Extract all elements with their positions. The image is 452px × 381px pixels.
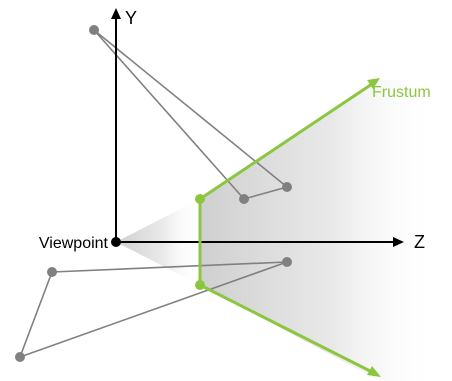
vertex-point — [239, 194, 249, 204]
frustum-bottom-edge — [198, 283, 374, 374]
frustum-label: Frustum — [372, 84, 431, 101]
object-edge — [93, 29, 288, 188]
scene-points — [15, 25, 292, 362]
frustum-corner-top — [195, 194, 205, 204]
viewpoint-label: Viewpoint — [39, 235, 109, 252]
y-axis-arrowhead — [111, 8, 121, 19]
frustum-top-edge — [198, 82, 374, 201]
vertex-point — [15, 352, 25, 362]
object-edge — [93, 29, 245, 200]
vertex-point — [282, 182, 292, 192]
vertex-point — [282, 257, 292, 267]
axes — [115, 16, 396, 243]
frustum-outline — [198, 82, 374, 374]
vertex-point — [89, 25, 99, 35]
object-edge — [243, 186, 288, 200]
y-axis-label: Y — [125, 8, 137, 28]
frustum-top-arrowhead — [367, 78, 380, 89]
object-edge — [51, 261, 288, 273]
z-axis-arrowhead — [393, 237, 404, 247]
frustum-bottom-arrowhead — [367, 366, 381, 377]
scene-objects — [19, 29, 288, 358]
frustum-corner-bottom — [195, 280, 205, 290]
object-edge — [19, 261, 288, 358]
view-frustum-volume — [200, 80, 440, 381]
viewpoint-dot — [111, 237, 121, 247]
object-edge — [19, 271, 53, 358]
z-axis-label: Z — [414, 232, 425, 252]
vertex-point — [47, 267, 57, 277]
